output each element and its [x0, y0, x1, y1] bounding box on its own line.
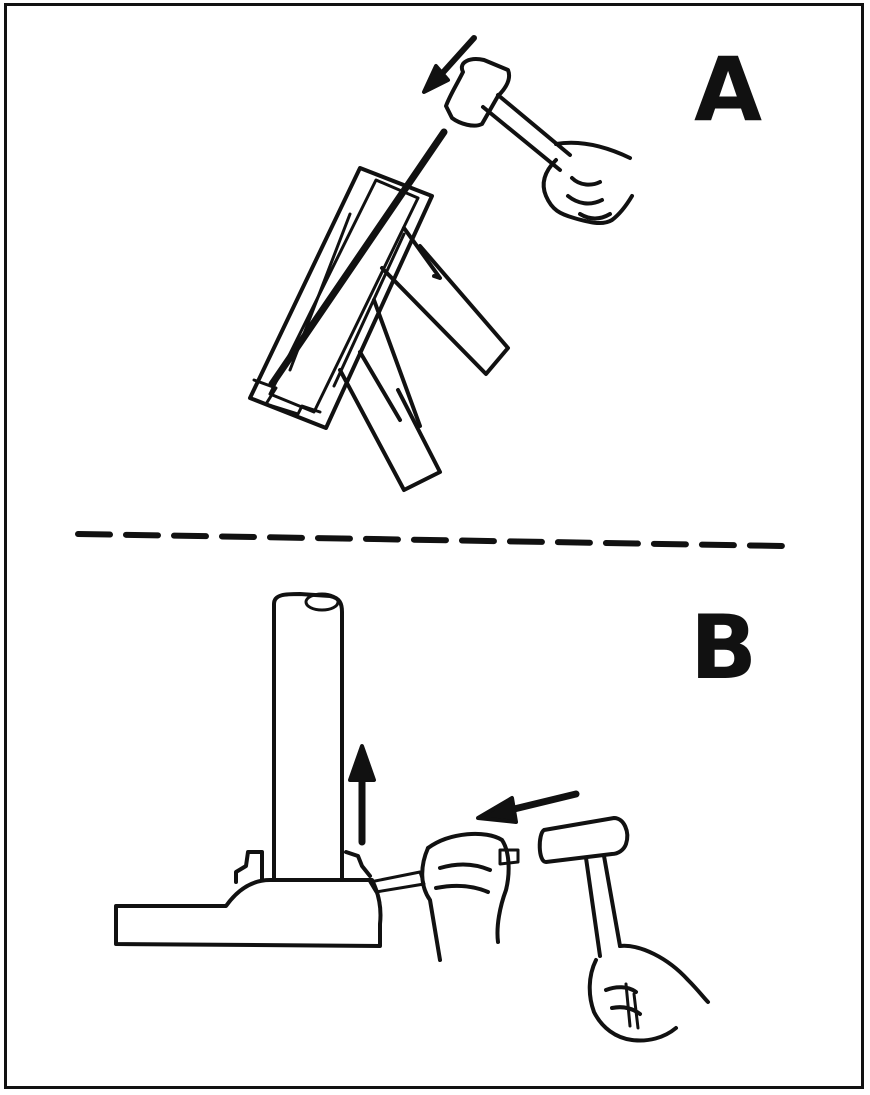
panel-divider	[75, 531, 785, 549]
panel-label-a: A	[694, 38, 763, 141]
support-stand	[338, 226, 510, 492]
axle-base	[114, 878, 383, 948]
panel-label-b: B	[690, 596, 758, 699]
bearing-housing	[248, 166, 434, 430]
panel-b-illustration	[114, 592, 710, 1043]
arrow-icon	[422, 35, 477, 94]
up-arrow-icon	[348, 744, 376, 846]
hammer-icon	[537, 816, 630, 958]
hand-icon	[541, 140, 634, 226]
axle-shaft	[234, 592, 372, 884]
panel-a-illustration	[248, 35, 634, 492]
arrow-icon	[476, 790, 580, 824]
hand-icon	[420, 831, 511, 962]
hand-icon	[587, 943, 710, 1043]
hammer-icon	[444, 57, 572, 172]
